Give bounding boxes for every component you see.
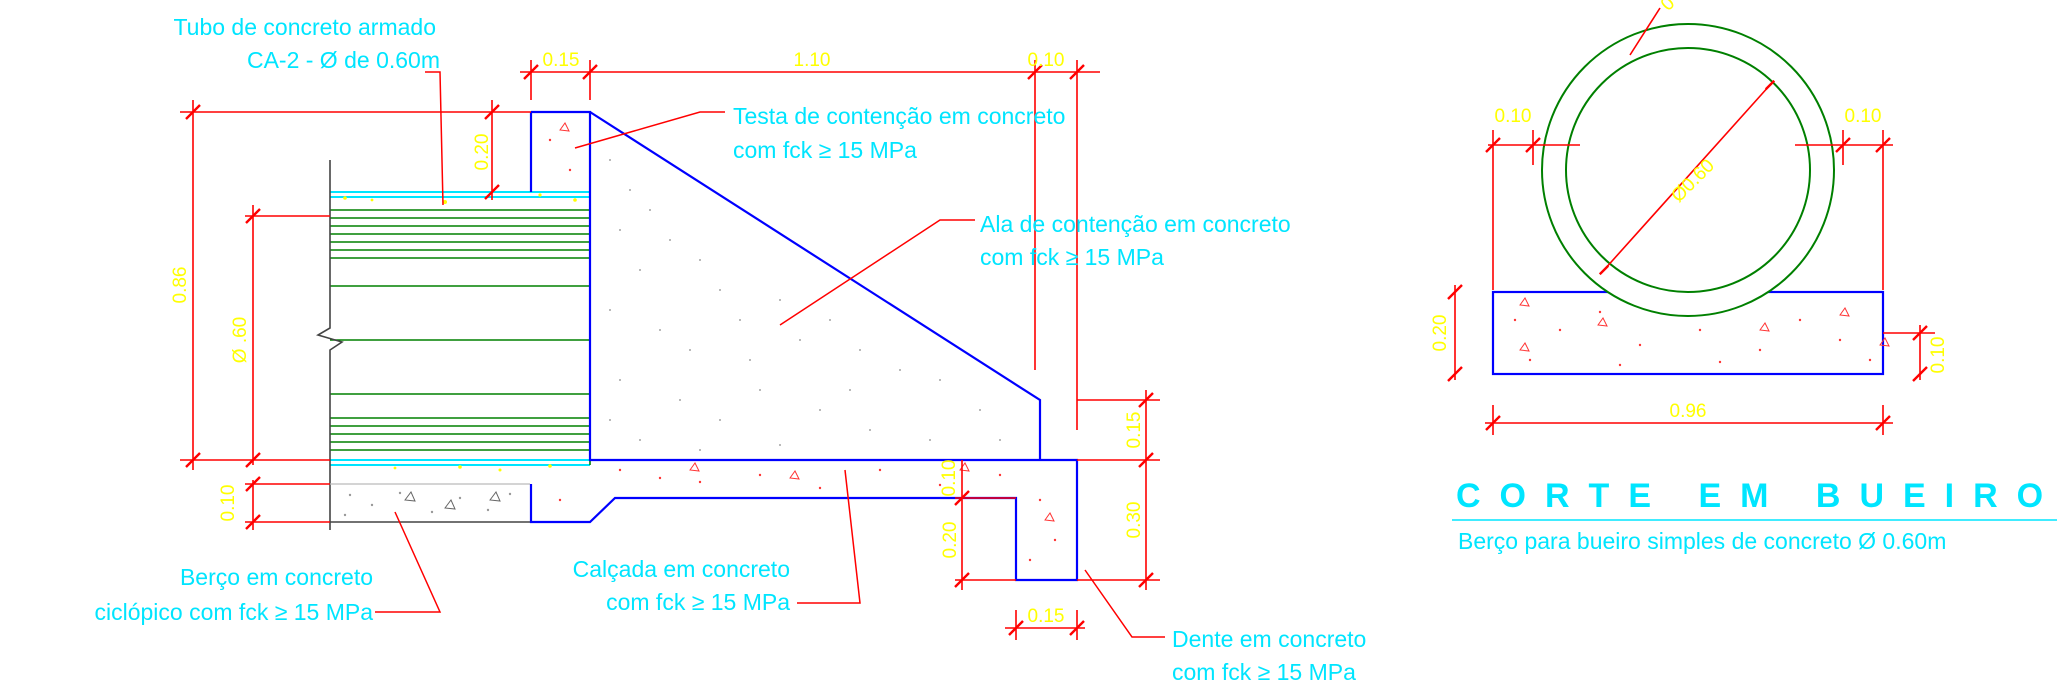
dim-020-dente: 0.20 [940, 522, 961, 559]
dim-010-top: 0.10 [1028, 50, 1065, 71]
berco-label-1: Berço em concreto [180, 564, 373, 590]
dim-010-dente: 0.10 [939, 460, 960, 497]
dim-010-left: 0.10 [218, 485, 239, 522]
section-subtitle: Berço para bueiro simples de concreto Ø … [1458, 528, 1946, 554]
pipe-elevation [315, 160, 591, 530]
dim-015-bottom: 0.15 [1028, 606, 1065, 627]
section-bueiro [1447, 7, 1935, 435]
elevation-dimensions [180, 60, 1160, 640]
dim-086: 0.86 [170, 267, 191, 304]
tubo-label-1: Tubo de concreto armado [173, 14, 436, 40]
section-dim-top-partial: 0 [1657, 0, 1679, 15]
dente-label-2: com fck ≥ 15 MPa [1172, 659, 1356, 685]
dimension-texts: 0.15 1.10 0.10 0.20 0.86 Ø .60 0.10 0.15… [170, 50, 1145, 627]
section-dim-010-left: 0.10 [1495, 106, 1532, 127]
calcada-label-1: Calçada em concreto [573, 556, 790, 582]
dim-030: 0.30 [1124, 502, 1145, 539]
dente-label-1: Dente em concreto [1172, 626, 1366, 652]
section-dim-010-side: 0.10 [1928, 337, 1949, 374]
dim-060: Ø .60 [230, 317, 251, 363]
testa-label-1: Testa de contenção em concreto [733, 103, 1065, 129]
dim-015-right: 0.15 [1124, 412, 1145, 449]
berco-label-2: ciclópico com fck ≥ 15 MPa [95, 599, 374, 625]
section-dim-010-right: 0.10 [1845, 106, 1882, 127]
dim-020-left: 0.20 [472, 134, 493, 171]
calcada-label-2: com fck ≥ 15 MPa [606, 589, 790, 615]
dim-110: 1.10 [794, 50, 831, 71]
section-dim-020: 0.20 [1430, 315, 1451, 352]
ala-label-1: Ala de contenção em concreto [980, 211, 1291, 237]
section-dim-096: 0.96 [1670, 401, 1707, 422]
berco-ciclopico [330, 483, 530, 523]
ala-label-2: com fck ≥ 15 MPa [980, 244, 1164, 270]
tubo-label-2: CA-2 - Ø de 0.60m [247, 47, 440, 73]
section-title: CORTE EM BUEIRO [1456, 477, 2057, 515]
leader-lines [375, 71, 1165, 638]
dim-015-top: 0.15 [543, 50, 580, 71]
headwall-outline [529, 110, 1079, 582]
annotations: Tubo de concreto armado CA-2 - Ø de 0.60… [95, 14, 1367, 685]
testa-label-2: com fck ≥ 15 MPa [733, 137, 917, 163]
